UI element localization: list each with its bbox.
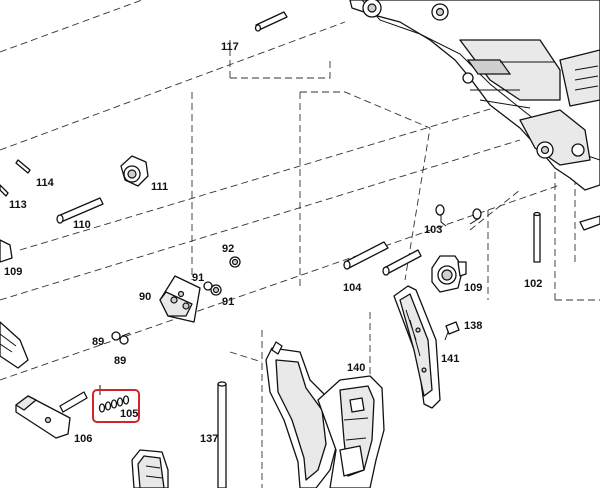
part-103-rings <box>435 204 482 220</box>
callout-104: 104 <box>343 282 362 294</box>
part-141-grip-piece <box>393 285 441 409</box>
part-109-swivel <box>431 255 467 293</box>
callout-92: 92 <box>222 243 234 255</box>
callout-102: 102 <box>524 278 542 290</box>
callout-111: 111 <box>151 181 168 193</box>
part-111-bushing <box>120 155 149 187</box>
callout-89-bottom: 89 <box>114 355 126 367</box>
callout-141: 141 <box>441 353 459 365</box>
callout-110: 110 <box>73 219 91 231</box>
part-pin-right-edge <box>579 215 600 231</box>
callout-89-left: 89 <box>92 336 104 348</box>
part-140-grip <box>265 341 385 488</box>
part-91-nuts <box>203 281 222 296</box>
part-magazine-fragment <box>131 449 169 488</box>
part-lever-left <box>0 321 29 369</box>
callout-117: 117 <box>221 41 239 53</box>
callout-109-left: 109 <box>4 266 22 278</box>
part-92-nut <box>229 256 241 268</box>
callout-138: 138 <box>464 320 482 332</box>
part-110-pin <box>56 197 104 224</box>
part-138-screw <box>444 321 460 341</box>
callout-140: 140 <box>347 362 365 374</box>
part-102-pin <box>533 211 541 263</box>
part-113-pin <box>0 184 9 197</box>
callout-91-top: 91 <box>192 272 204 284</box>
part-89-screws <box>111 331 131 345</box>
callout-106: 106 <box>74 433 92 445</box>
part-90-plate <box>159 275 201 323</box>
receiver-body <box>349 0 600 191</box>
callout-114: 114 <box>36 177 55 189</box>
part-117-pin <box>254 11 288 32</box>
callout-103: 103 <box>424 224 442 236</box>
callout-105: 105 <box>120 408 138 420</box>
part-105-spring <box>98 395 130 413</box>
callout-137: 137 <box>200 433 218 445</box>
callout-109-right: 109 <box>464 282 482 294</box>
callout-113: 113 <box>9 199 27 211</box>
callout-90: 90 <box>139 291 151 303</box>
part-104-pins <box>343 241 422 276</box>
callout-labels: 117 114 113 111 110 109 92 103 102 104 1… <box>4 41 542 445</box>
part-109-ring-left <box>0 239 13 263</box>
part-137-rod <box>217 381 227 488</box>
part-114-pin <box>15 159 31 174</box>
part-106-lever <box>15 391 88 439</box>
callout-91-bottom: 91 <box>222 296 234 308</box>
highlight-box-105 <box>92 389 140 423</box>
